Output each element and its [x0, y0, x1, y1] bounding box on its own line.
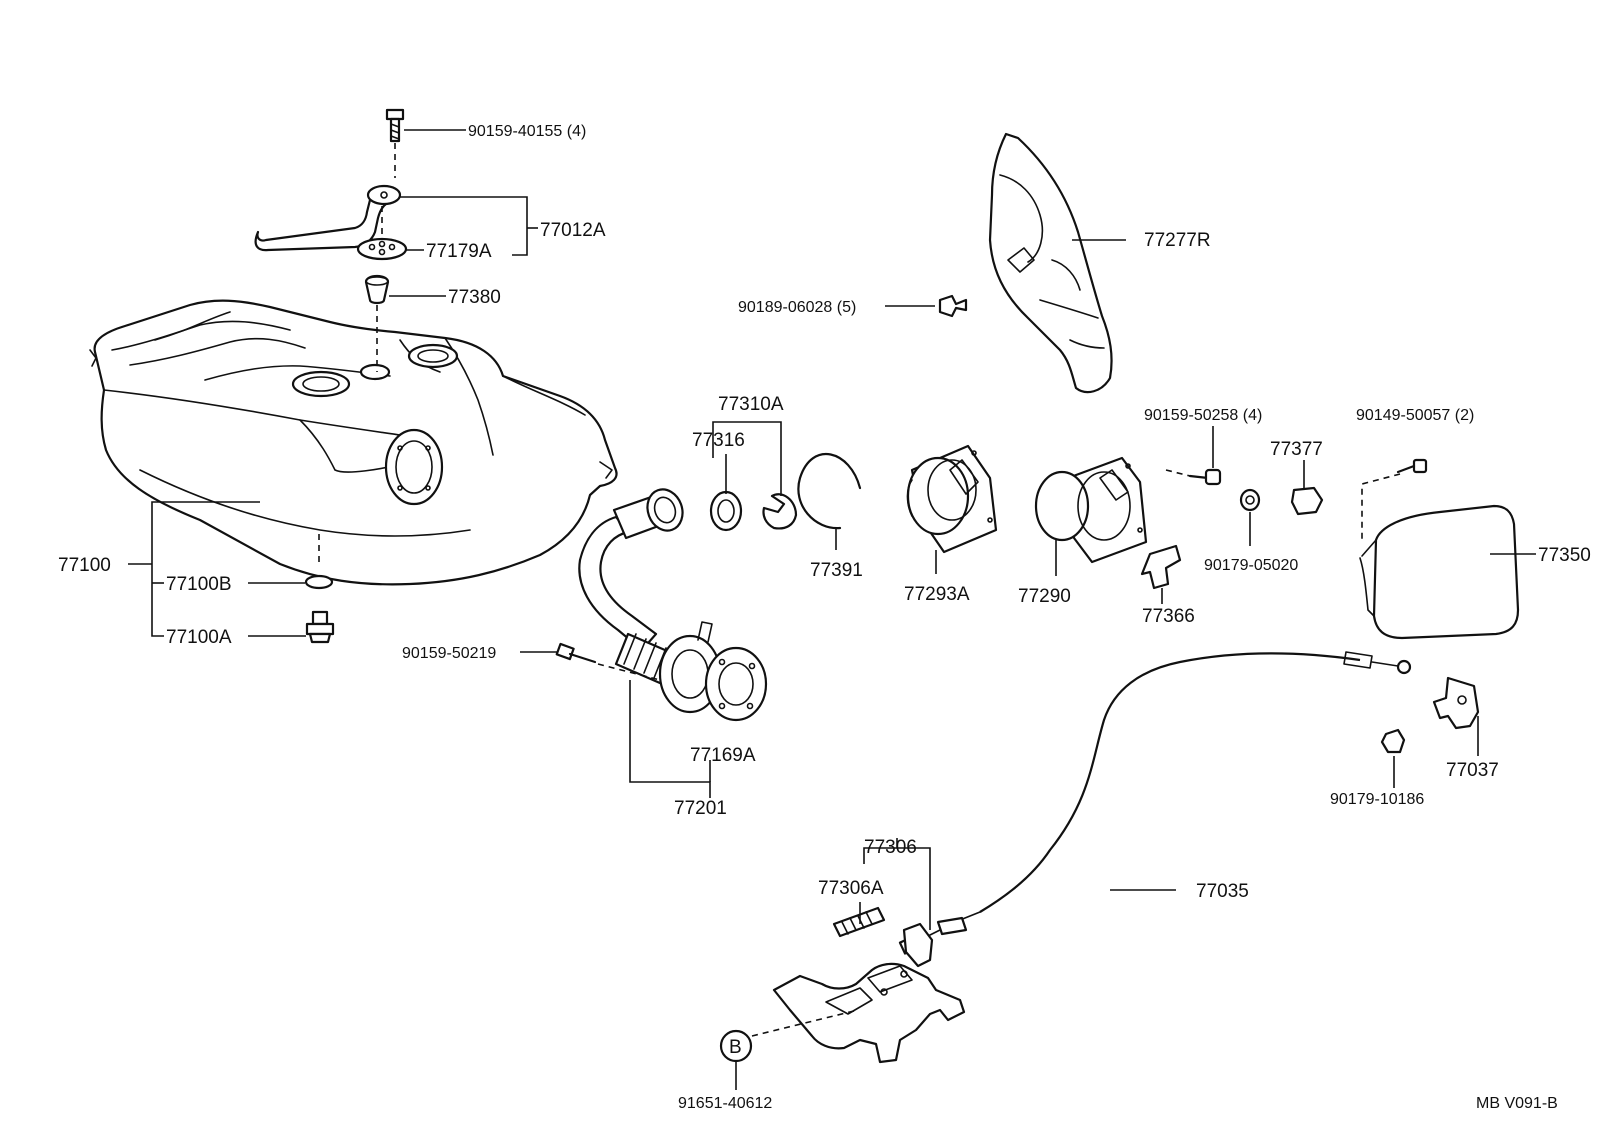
bumper-77377 [1290, 486, 1324, 516]
label-77179A: 77179A [426, 241, 492, 262]
label-90159-50219: 90159-50219 [402, 645, 496, 662]
assembly-line [1361, 473, 1401, 540]
label-77012A: 77012A [540, 220, 606, 241]
label-77293A: 77293A [904, 584, 970, 605]
grommet-77380 [364, 274, 390, 305]
assembly-line [751, 1009, 859, 1037]
label-77100B: 77100B [166, 574, 232, 595]
drain-plug-77100A [305, 610, 335, 644]
bolt-90149-50057 [1396, 458, 1428, 474]
label-77366: 77366 [1142, 606, 1195, 627]
label-90189-06028: 90189-06028 (5) [738, 299, 856, 316]
label-91651-40612: 91651-40612 [678, 1095, 772, 1112]
label-90149-50057: 90149-50057 (2) [1356, 407, 1474, 424]
label-77380: 77380 [448, 287, 501, 308]
label-77377: 77377 [1270, 439, 1323, 460]
filler-opening-77290 [1034, 456, 1148, 564]
label-77035: 77035 [1196, 881, 1249, 902]
nut-90179-05020 [1239, 488, 1261, 512]
label-77290: 77290 [1018, 586, 1071, 607]
label-77100A: 77100A [166, 627, 232, 648]
grommet-77316 [709, 490, 743, 532]
filler-pipe-77201 [578, 488, 722, 714]
gasket-77179A [356, 237, 408, 261]
label-77306: 77306 [864, 837, 917, 858]
label-77391: 77391 [810, 560, 863, 581]
leader-lines [128, 129, 1536, 1090]
lever-assembly-77306 [772, 922, 966, 1064]
lever-bracket-77037 [1432, 676, 1480, 730]
fuel-sender-bracket [254, 184, 402, 252]
protector-77277R [988, 132, 1113, 394]
callout-b: B [729, 1037, 742, 1058]
hinge-77366 [1140, 544, 1182, 590]
fuel-door-77350 [1359, 504, 1520, 640]
screw-90159-50219 [555, 642, 597, 664]
drawing-code: MB V091-B [1476, 1095, 1558, 1112]
part-labels: 90159-40155 (4) 77012A 77179A 77380 7710… [58, 123, 1591, 1112]
label-77316: 77316 [692, 430, 745, 451]
label-77169A: 77169A [690, 745, 756, 766]
label-77306A: 77306A [818, 878, 884, 899]
gasket-77169A [704, 646, 768, 722]
bolt-90159-50258 [1188, 468, 1222, 486]
label-77310A: 77310A [718, 394, 784, 415]
label-90179-10186: 90179-10186 [1330, 791, 1424, 808]
nut-90179-10186 [1380, 728, 1406, 754]
clip-77310A [762, 493, 798, 530]
label-77037: 77037 [1446, 760, 1499, 781]
ring-77391 [797, 452, 862, 530]
filler-protector-77293A [906, 444, 998, 554]
clip-90189-06028 [938, 294, 968, 318]
label-77201: 77201 [674, 798, 727, 819]
label-77350: 77350 [1538, 545, 1591, 566]
fuel-tank-77100 [89, 299, 618, 586]
label-90159-50258: 90159-50258 (4) [1144, 407, 1262, 424]
label-90159-40155: 90159-40155 (4) [468, 123, 586, 140]
label-77277R: 77277R [1144, 230, 1211, 251]
label-77100: 77100 [58, 555, 111, 576]
spring-77306A [832, 906, 886, 938]
label-90179-05020: 90179-05020 [1204, 557, 1298, 574]
bolt-90159-40155 [385, 108, 405, 143]
assembly-line [1165, 469, 1191, 477]
gasket-77100B [304, 574, 334, 590]
